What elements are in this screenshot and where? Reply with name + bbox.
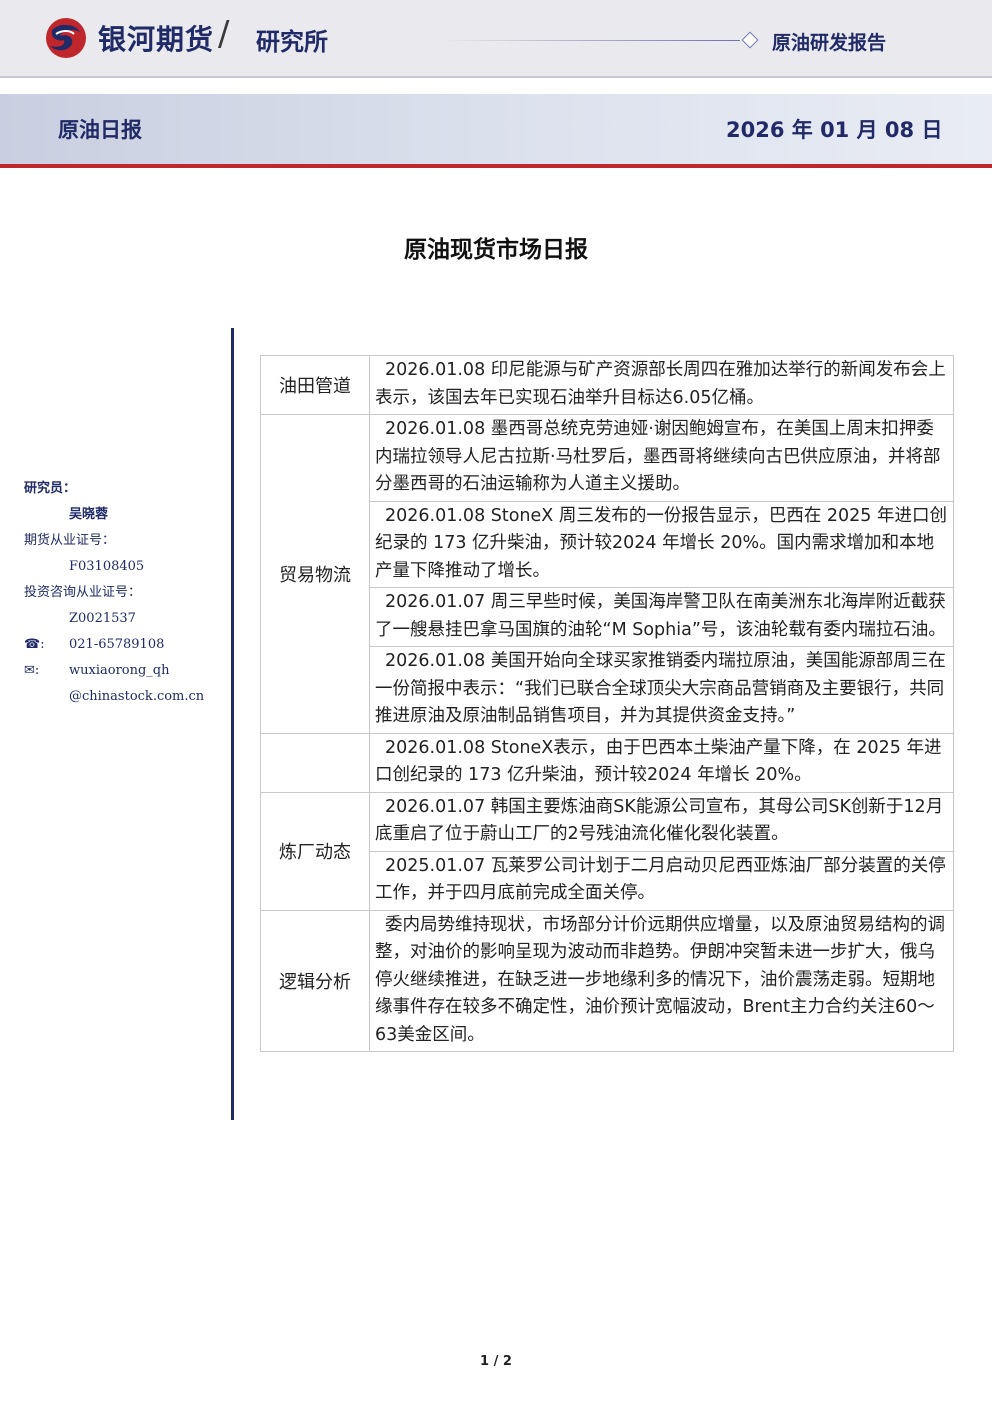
table-row: 逻辑分析委内局势维持现状，市场部分计价远期供应增量，以及原油贸易结构的调整，对油… xyxy=(260,909,954,1052)
email-line1[interactable]: wuxiaorong_qh xyxy=(69,663,170,678)
phone-icon: ☎: xyxy=(24,637,45,652)
top-header-rule xyxy=(0,76,992,78)
table-row: 2025.01.07 瓦莱罗公司计划于二月启动贝尼西亚炼油厂部分装置的关停工作，… xyxy=(261,850,954,911)
news-item: 委内局势维持现状，市场部分计价远期供应增量，以及原油贸易结构的调整，对油价的影响… xyxy=(369,909,954,1052)
report-date: 2026 年 01 月 08 日 xyxy=(726,118,943,142)
consult-label: 投资咨询从业证号： xyxy=(24,585,142,600)
brand-separator: / xyxy=(218,14,230,54)
news-item: 2026.01.08 美国开始向全球买家推销委内瑞拉原油，美国能源部周三在一份简… xyxy=(369,646,954,734)
sidebar-divider xyxy=(231,328,234,1120)
report-subheader-red-rule xyxy=(0,164,992,168)
top-header-band xyxy=(0,0,992,78)
table-row: 2026.01.08 美国开始向全球买家推销委内瑞拉原油，美国能源部周三在一份简… xyxy=(261,646,954,734)
header-decor-line xyxy=(440,40,740,41)
news-item: 2026.01.08 StoneX表示，由于巴西本土柴油产量下降，在 2025 … xyxy=(369,732,954,793)
category-cell: 贸易物流 xyxy=(260,414,370,734)
report-subheader-band xyxy=(0,94,992,164)
news-item: 2026.01.07 周三早些时候，美国海岸警卫队在南美洲东北海岸附近截获了一艘… xyxy=(369,587,954,647)
category-cell: 油田管道 xyxy=(260,355,370,415)
table-row: 2026.01.08 StoneX表示，由于巴西本土柴油产量下降，在 2025 … xyxy=(260,732,954,793)
page-number: 1 / 2 xyxy=(480,1354,512,1369)
news-item: 2026.01.08 印尼能源与矿产资源部长周四在雅加达举行的新闻发布会上表示，… xyxy=(369,355,954,415)
researcher-name: 吴晓蓉 xyxy=(69,507,109,522)
table-row: 2026.01.08 StoneX 周三发布的一份报告显示，巴西在 2025 年… xyxy=(261,500,954,588)
page-title: 原油现货市场日报 xyxy=(404,237,588,263)
news-item: 2026.01.07 韩国主要炼油商SK能源公司宣布，其母公司SK创新于12月底… xyxy=(369,791,954,852)
category-cell xyxy=(260,732,370,793)
email-line2[interactable]: @chinastock.com.cn xyxy=(69,689,205,704)
news-item: 2025.01.07 瓦莱罗公司计划于二月启动贝尼西亚炼油厂部分装置的关停工作，… xyxy=(369,850,954,911)
license-number: F03108405 xyxy=(69,559,145,574)
researcher-info: 研究员： 吴晓蓉 期货从业证号： F03108405 投资咨询从业证号： Z00… xyxy=(24,476,224,710)
consult-number: Z0021537 xyxy=(69,611,136,626)
news-item: 2026.01.08 StoneX 周三发布的一份报告显示，巴西在 2025 年… xyxy=(369,500,954,588)
researcher-label: 研究员： xyxy=(24,481,77,496)
phone-row: ☎: 021-65789108 xyxy=(24,632,224,658)
email-row: ✉: wuxiaorong_qh xyxy=(24,658,224,684)
category-cell: 炼厂动态 xyxy=(260,791,370,911)
category-cell: 逻辑分析 xyxy=(260,909,370,1052)
galaxy-logo-icon xyxy=(46,18,86,58)
news-item: 2026.01.08 墨西哥总统克劳迪娅·谢因鲍姆宣布，在美国上周末扣押委内瑞拉… xyxy=(369,414,954,502)
envelope-icon: ✉: xyxy=(24,663,40,678)
license-label: 期货从业证号： xyxy=(24,533,116,548)
brand-name: 银河期货 xyxy=(98,23,215,56)
brand-subtitle: 研究所 xyxy=(256,28,328,56)
phone-number: 021-65789108 xyxy=(69,637,165,652)
table-row: 2026.01.07 周三早些时候，美国海岸警卫队在南美洲东北海岸附近截获了一艘… xyxy=(261,587,954,647)
report-name: 原油日报 xyxy=(58,118,142,142)
report-type: 原油研发报告 xyxy=(772,32,887,54)
